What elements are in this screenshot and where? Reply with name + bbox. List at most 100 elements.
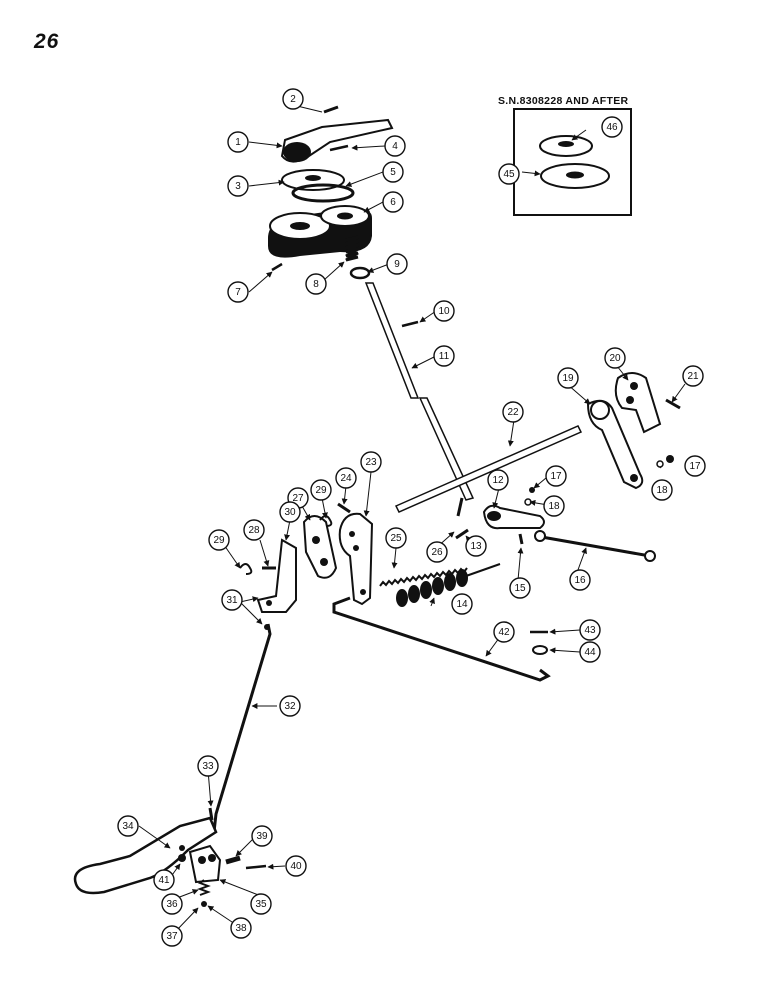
part-lever-23 (338, 512, 374, 606)
callout-9: 9 (386, 253, 408, 275)
callout-13: 13 (465, 535, 487, 557)
part-rod-32 (212, 623, 272, 833)
part-rod-22 (394, 425, 583, 513)
part-pin-21 (665, 398, 681, 410)
callout-label: 39 (256, 831, 268, 842)
part-housing-6 (268, 205, 372, 258)
callout-label: 13 (470, 541, 482, 552)
callout-label: 7 (235, 287, 241, 298)
callout-circle (279, 695, 301, 717)
callout-circle (579, 619, 601, 641)
callout-label: 8 (313, 279, 319, 290)
part-block-27 (302, 515, 338, 579)
part-pedal-34 (73, 816, 218, 895)
part-bellcrank-19 (586, 399, 644, 490)
part-clip-29-lower (239, 563, 253, 575)
callout-circle (545, 465, 567, 487)
callout-label: 32 (284, 701, 296, 712)
part-spring-8 (345, 235, 359, 262)
callout-label: 21 (687, 371, 699, 382)
callout-17: 17 (545, 465, 567, 487)
callout-circle (385, 527, 407, 549)
part-handle (280, 118, 394, 163)
callout-16: 16 (569, 569, 591, 591)
callout-42: 42 (493, 621, 515, 643)
callout-label: 4 (392, 141, 398, 152)
callout-label: 27 (292, 493, 304, 504)
callout-11: 11 (433, 345, 455, 367)
callout-1: 1 (227, 131, 249, 153)
callout-3: 3 (227, 175, 249, 197)
callout-label: 6 (390, 197, 396, 208)
callout-label: 14 (456, 599, 468, 610)
part-nut-17 (529, 487, 535, 493)
callout-circle (250, 893, 272, 915)
callout-label: 18 (656, 485, 668, 496)
callout-label: 44 (584, 647, 596, 658)
part-threaded-rod-25 (379, 567, 468, 587)
inset-box (513, 108, 632, 216)
callout-circle (433, 345, 455, 367)
callout-label: 30 (284, 507, 296, 518)
part-pin-10 (401, 320, 419, 328)
callout-label: 42 (498, 627, 510, 638)
callout-circle (509, 577, 531, 599)
part-washer-44 (532, 645, 548, 655)
callout-circle (384, 135, 406, 157)
part-pin-2 (323, 105, 339, 114)
callout-circle (310, 479, 332, 501)
callout-circle (601, 116, 623, 138)
callout-12: 12 (487, 469, 509, 491)
callout-circle (382, 191, 404, 213)
part-pin-13 (455, 528, 469, 540)
callout-label: 10 (438, 306, 450, 317)
callout-46: 46 (601, 116, 623, 138)
callout-circle (557, 367, 579, 389)
callout-38: 38 (230, 917, 252, 939)
callout-18: 18 (651, 479, 673, 501)
callout-circle (502, 401, 524, 423)
callout-circle (569, 569, 591, 591)
callout-circle (285, 855, 307, 877)
callout-label: 43 (584, 625, 596, 636)
callout-19: 19 (557, 367, 579, 389)
callout-8: 8 (305, 273, 327, 295)
callout-circle (498, 163, 520, 185)
callout-label: 19 (562, 373, 574, 384)
callout-14: 14 (451, 593, 473, 615)
part-pin-39 (225, 855, 241, 865)
callout-4: 4 (384, 135, 406, 157)
callout-circle (487, 469, 509, 491)
callout-circle (579, 641, 601, 663)
callout-circle (543, 495, 565, 517)
callout-label: 40 (290, 861, 302, 872)
callout-circle (243, 519, 265, 541)
part-pin-26 (456, 497, 464, 517)
callout-label: 20 (609, 353, 621, 364)
callout-43: 43 (579, 619, 601, 641)
callout-label: 29 (213, 535, 225, 546)
inset-washer-45 (540, 163, 610, 189)
callout-2: 2 (282, 88, 304, 110)
callout-34: 34 (117, 815, 139, 837)
part-spring-36 (197, 879, 211, 896)
callout-23: 23 (360, 451, 382, 473)
part-rod-lower (418, 397, 475, 501)
callout-label: 3 (235, 181, 241, 192)
callout-circle (426, 541, 448, 563)
part-lever-12 (482, 504, 545, 530)
callout-label: 35 (255, 899, 267, 910)
callout-label: 37 (166, 931, 178, 942)
callout-label: 38 (235, 923, 247, 934)
callout-label: 34 (122, 821, 134, 832)
callout-label: 15 (514, 583, 526, 594)
callout-26: 26 (426, 541, 448, 563)
callout-circle (335, 467, 357, 489)
callout-label: 45 (503, 169, 515, 180)
callout-circle (161, 893, 183, 915)
part-pin-15 (518, 533, 524, 545)
callout-22: 22 (502, 401, 524, 423)
part-bracket-20 (614, 372, 662, 434)
